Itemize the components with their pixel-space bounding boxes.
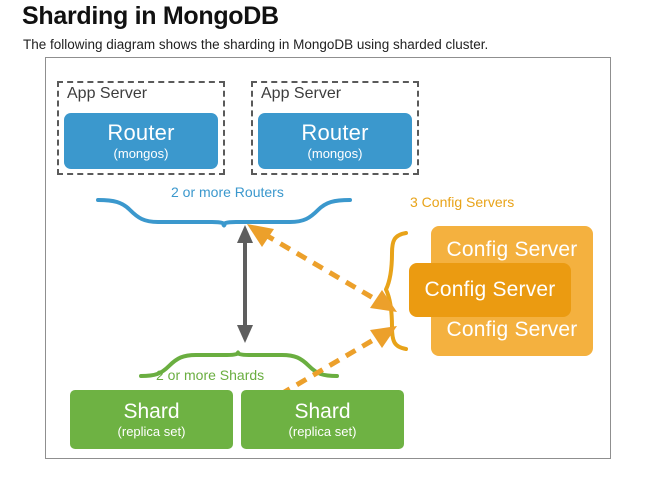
shard-title-1: Shard: [123, 400, 180, 423]
router-subtitle-1: (mongos): [113, 146, 169, 161]
router-subtitle-2: (mongos): [307, 146, 363, 161]
config-server-label-2: Config Server: [424, 278, 556, 301]
config-bidirectional-arrows-icon: [247, 224, 397, 414]
routers-brace-caption: 2 or more Routers: [171, 184, 284, 200]
shard-title-2: Shard: [294, 400, 351, 423]
page-title: Sharding in MongoDB: [22, 2, 279, 30]
routers-brace-icon: [96, 198, 352, 228]
shard-subtitle-2: (replica set): [288, 424, 357, 439]
shards-brace-icon: [139, 350, 339, 378]
config-server-label-3: Config Server: [446, 318, 578, 341]
app-server-container-2: App Server: [251, 81, 419, 175]
router-box-1: Router (mongos): [64, 113, 218, 169]
config-servers-caption: 3 Config Servers: [410, 194, 515, 210]
shard-subtitle-1: (replica set): [117, 424, 186, 439]
shard-box-2: Shard (replica set): [241, 390, 404, 449]
router-box-2: Router (mongos): [258, 113, 412, 169]
router-title-1: Router: [107, 120, 175, 145]
app-server-container-1: App Server: [57, 81, 225, 175]
config-brace-icon: [384, 231, 408, 351]
app-server-label-1: App Server: [67, 85, 148, 102]
router-title-2: Router: [301, 120, 369, 145]
router-config-bidirectional-arrow: [247, 224, 397, 312]
config-server-label-1: Config Server: [446, 238, 578, 261]
shards-brace-caption: 2 or more Shards: [156, 367, 265, 383]
config-server-front: Config Server: [409, 263, 571, 317]
app-server-label-2: App Server: [261, 85, 342, 102]
shard-box-1: Shard (replica set): [70, 390, 233, 449]
page-subtitle: The following diagram shows the sharding…: [23, 37, 489, 52]
router-shard-bidirectional-arrow-icon: [237, 225, 253, 343]
diagram-frame: App Server Router (mongos) App Server Ro…: [45, 57, 611, 459]
